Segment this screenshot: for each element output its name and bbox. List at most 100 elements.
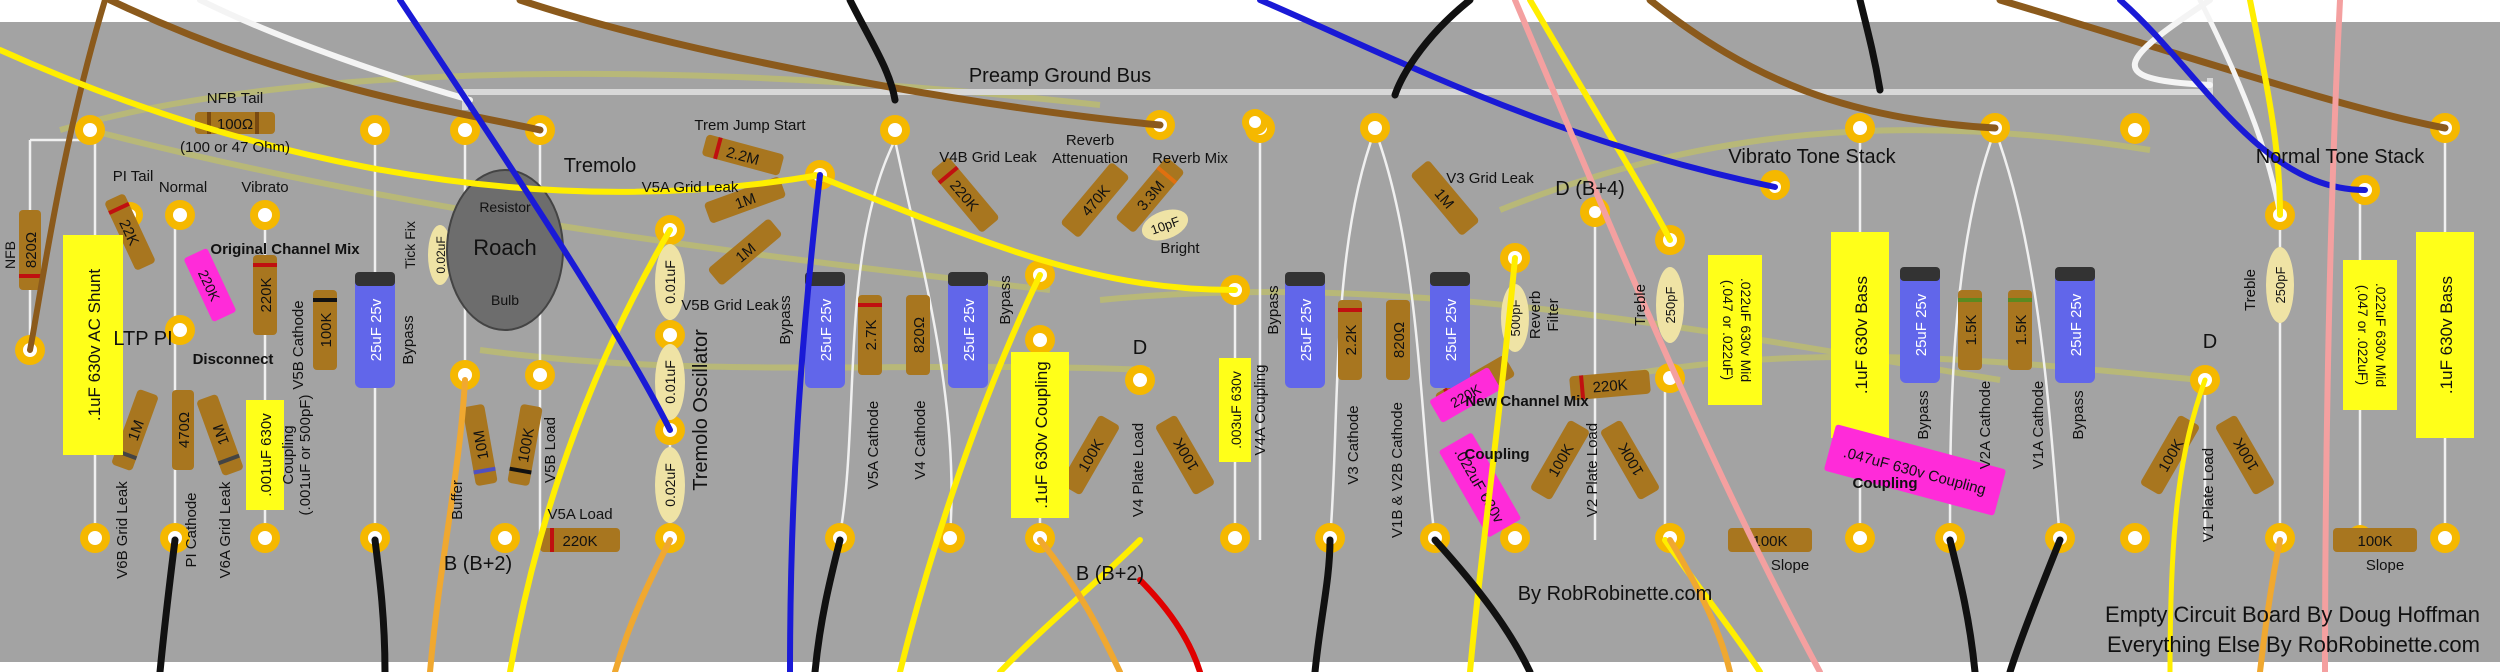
label-b-b2-left: B (B+2): [444, 553, 512, 575]
svg-text:25uF 25v: 25uF 25v: [818, 298, 835, 361]
wire-blue: [787, 172, 823, 672]
resistor-1m-v6a: 1M: [197, 394, 243, 476]
label-nfb: NFB: [2, 241, 18, 269]
cap-normal-mid: .022uF 630v Mid(.047 or .022uF): [2343, 260, 2397, 410]
eyelet-hole: [1368, 121, 1382, 135]
eyelet-hole: [2128, 531, 2142, 545]
eyelet-hole: [1853, 121, 1867, 135]
label-normal-tone-stack: Normal Tone Stack: [2256, 146, 2426, 168]
cap-bypass-25uf-v3: 25uF 25v: [1285, 272, 1325, 388]
eyelet-hole: [888, 123, 902, 137]
svg-text:0.01uF: 0.01uF: [662, 360, 678, 404]
resistor-470: 470Ω: [172, 390, 194, 470]
label-bypass-v4: Bypass: [997, 275, 1014, 324]
svg-text:2.2K: 2.2K: [1343, 325, 1360, 356]
svg-text:2.7K: 2.7K: [863, 320, 880, 351]
label-new-channel-mix: New Channel Mix: [1465, 393, 1589, 410]
cap-tick-fix: 0.02uF: [428, 225, 452, 285]
label-bypass-v5b: Bypass: [400, 315, 417, 364]
label-reverb-filter-1: Reverb: [1527, 291, 1544, 339]
eyelet-hole: [458, 123, 472, 137]
wire-brown: [516, 0, 1164, 129]
label-pi-cathode: PI Cathode: [183, 492, 200, 567]
cap-vibrato-mid: .022uF 630v Mid(.047 or .022uF): [1708, 255, 1762, 405]
resistor-220k-v5b-cathode: 220K: [253, 255, 277, 335]
wire-black: [1311, 536, 1334, 672]
cap-tremolo-002: 0.02uF: [655, 447, 685, 523]
label-d-v1: D: [2203, 331, 2217, 353]
label-ltp-pi: LTP PI: [113, 328, 172, 350]
eyelet-hole: [1033, 333, 1047, 347]
svg-text:.1uF 630v Bass: .1uF 630v Bass: [1852, 276, 1871, 394]
label-original-channel-mix: Original Channel Mix: [210, 241, 360, 258]
roach-resistor-label: Resistor: [479, 199, 531, 215]
resistor-2-2m: 2.2M: [702, 134, 784, 176]
svg-text:25uF 25v: 25uF 25v: [1443, 298, 1460, 361]
label-v5a-cathode: V5A Cathode: [865, 401, 882, 489]
label-v6b-grid-leak: V6B Grid Leak: [114, 481, 131, 579]
eyelet-hole: [533, 368, 547, 382]
label-tick-fix: Tick Fix: [402, 221, 418, 269]
svg-text:470Ω: 470Ω: [176, 412, 193, 448]
eyelet-hole: [1133, 373, 1147, 387]
wire-red: [1137, 577, 1203, 672]
eyelet-hole: [368, 123, 382, 137]
label-trem-jump-start: Trem Jump Start: [694, 117, 806, 134]
wire-black: [2006, 536, 2064, 672]
svg-text:.1uF 630v AC Shunt: .1uF 630v AC Shunt: [85, 269, 104, 421]
resistor-820: 820Ω: [19, 210, 41, 290]
resistor-10m-buffer: 10M: [462, 404, 498, 486]
cap-bypass-25uf-v1a: 25uF 25v: [2055, 267, 2095, 383]
svg-text:25uF 25v: 25uF 25v: [1913, 293, 1930, 356]
svg-text:.1uF 630v Coupling: .1uF 630v Coupling: [1032, 361, 1051, 508]
wire-yellow: [812, 172, 1238, 293]
wire-orange: [612, 537, 673, 672]
label-disconnect: Disconnect: [193, 351, 274, 368]
resistor-820-v1b-v2b: 820Ω: [1386, 300, 1410, 380]
wire-brown: [106, 0, 544, 134]
preamp-ground-bus-label: Preamp Ground Bus: [969, 65, 1151, 87]
label-reverb-attenuation-1: Reverb: [1066, 132, 1114, 149]
wires: [0, 0, 2449, 672]
cap-treble-250pf-normal: 250pF: [2266, 247, 2294, 323]
label-v4a-coupling: V4A Coupling: [1252, 365, 1269, 456]
svg-text:820Ω: 820Ω: [23, 232, 40, 268]
cap-bypass-25uf-v5a: 25uF 25v: [805, 272, 845, 388]
resistor-1-5k-v2a: 1.5K: [1958, 290, 1982, 370]
credit-line-1: Empty Circuit Board By Doug Hoffman: [2105, 602, 2480, 627]
eyelet-hole: [173, 323, 187, 337]
wire-black: [156, 536, 179, 672]
label-slope-vibrato: Slope: [1771, 557, 1809, 574]
eyelet-hole: [458, 368, 472, 382]
wire-yellow: [1527, 0, 1673, 243]
wire-pink: [2322, 0, 2343, 672]
wire-white: [2132, 0, 2213, 88]
cap-tremolo-01-lower: 0.01uF: [655, 344, 685, 420]
label-tremolo: Tremolo: [564, 155, 637, 177]
label-coupling: Coupling: [280, 425, 297, 484]
svg-text:25uF 25v: 25uF 25v: [368, 298, 385, 361]
cap-treble-250pf-vibrato: 250pF: [1656, 267, 1684, 343]
label-v5b-grid-leak: V5B Grid Leak: [681, 297, 779, 314]
cap-bright-10pf: 10pF: [1141, 209, 1189, 241]
svg-text:100K: 100K: [515, 427, 538, 464]
label-bypass-v5a: Bypass: [777, 295, 794, 344]
svg-text:1M: 1M: [210, 422, 233, 447]
eyelet-hole: [1589, 206, 1601, 218]
eyelet-hole: [2438, 531, 2452, 545]
svg-text:820Ω: 820Ω: [1391, 322, 1408, 358]
resistor-220k-v4b: 220K: [931, 158, 999, 232]
cap-bypass-25uf-v2a: 25uF 25v: [1900, 267, 1940, 383]
wire-orange: [427, 377, 468, 672]
label-v1b-v2b-cathode: V1B & V2B Cathode: [1389, 402, 1406, 538]
label-tremolo-oscillator: Tremolo Oscillator: [690, 329, 712, 491]
wire-yellow: [507, 227, 673, 672]
resistor-100k-v2-left: 100K: [1531, 420, 1589, 500]
svg-text:.001uF 630v: .001uF 630v: [258, 413, 275, 497]
eyelet-hole: [2128, 123, 2142, 137]
label-reverb-mix: Reverb Mix: [1152, 150, 1228, 167]
cap-tremolo-01-upper: 0.01uF: [655, 244, 685, 320]
svg-text:220K: 220K: [562, 533, 597, 550]
svg-text:1.5K: 1.5K: [2013, 315, 2030, 346]
